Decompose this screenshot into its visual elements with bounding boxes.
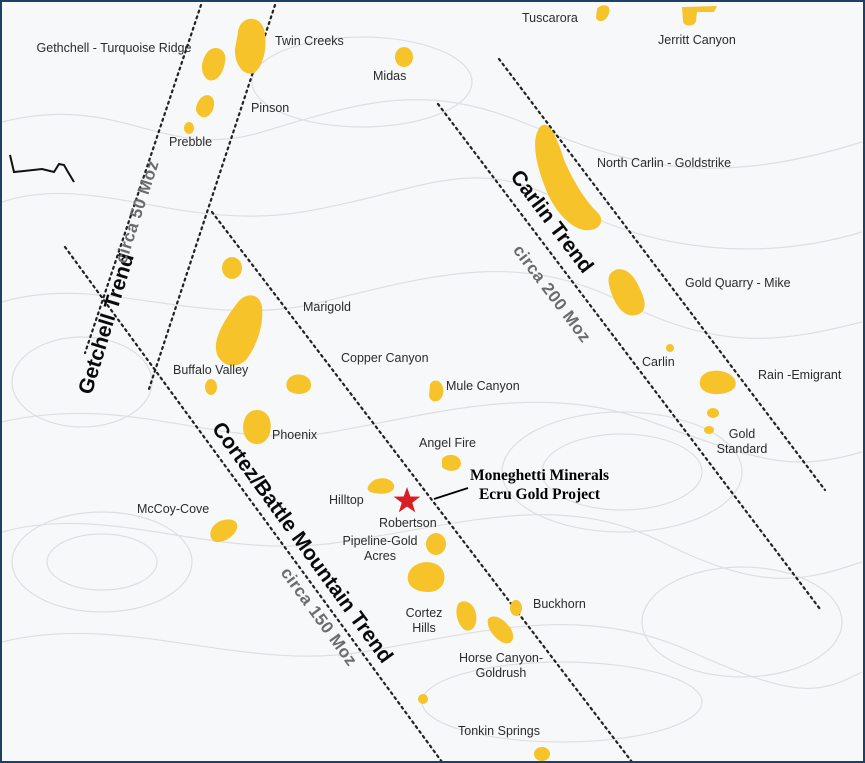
deposit-horse-canyon-goldrush	[487, 616, 514, 644]
deposit-shapes	[184, 5, 736, 761]
deposit-cortez-hills	[456, 601, 477, 631]
deposit-rain-emigrant	[699, 370, 736, 395]
deposit-north-carlin-goldstrike	[535, 124, 602, 231]
hand-drawn-mark	[9, 154, 75, 183]
project-name: Ecru Gold Project	[478, 486, 601, 503]
deposit-copper-canyon	[286, 374, 312, 394]
deposit-gold-standard-north	[707, 408, 719, 418]
label-jerritt-canyon: Jerritt Canyon	[658, 33, 736, 47]
topographic-contours	[2, 36, 863, 743]
project-company-name: Moneghetti Minerals	[470, 467, 610, 484]
label-gold-standard: Gold Standard	[716, 427, 768, 456]
label-gethchell-turquoise-ridge: Gethchell - Turquoise Ridge	[36, 41, 192, 55]
carlin-west-boundary	[436, 102, 822, 611]
deposit-prebble	[184, 122, 194, 134]
deposit-gold-standard-south	[704, 426, 714, 434]
label-twin-creeks: Twin Creeks	[275, 34, 344, 48]
deposit-mule-canyon	[429, 380, 444, 402]
label-tuscarora: Tuscarora	[522, 11, 578, 25]
deposit-mccoy-cove	[210, 519, 238, 543]
label-midas: Midas	[373, 69, 407, 83]
label-tonkin-springs: Tonkin Springs	[458, 724, 540, 738]
deposit-buffalo-valley	[205, 379, 217, 395]
deposit-gold-acres	[407, 562, 445, 592]
label-marigold: Marigold	[303, 300, 351, 314]
deposit-jerritt-canyon	[682, 6, 717, 26]
label-gold-quarry-mike: Gold Quarry - Mike	[685, 276, 791, 290]
label-mccoy-cove: McCoy-Cove	[137, 502, 210, 516]
label-copper-canyon: Copper Canyon	[341, 351, 429, 365]
deposit-carlin	[666, 344, 674, 352]
deposit-tuscarora	[596, 5, 610, 22]
carlin-east-boundary	[497, 57, 827, 492]
project-leader-line	[433, 487, 469, 500]
label-north-carlin-goldstrike: North Carlin - Goldstrike	[597, 156, 732, 170]
label-angel-fire: Angel Fire	[419, 436, 476, 450]
deposit-cortez-south	[418, 694, 428, 704]
label-carlin: Carlin	[642, 355, 675, 369]
deposit-marigold-north	[222, 257, 242, 279]
label-robertson: Robertson	[379, 516, 437, 530]
getchell-west-boundary	[83, 3, 203, 355]
label-hilltop: Hilltop	[329, 493, 364, 507]
deposit-buckhorn	[510, 600, 522, 616]
project-callout: Moneghetti Minerals Ecru Gold Project	[470, 466, 609, 504]
label-horse-canyon-goldrush: Horse Canyon-Goldrush	[458, 651, 544, 680]
deposit-angel-fire	[442, 454, 461, 471]
label-prebble: Prebble	[169, 135, 213, 149]
label-pipeline-gold-acres: Pipeline-Gold Acres	[342, 534, 418, 563]
cortez-east-boundary	[210, 210, 633, 761]
label-pinson: Pinson	[251, 101, 290, 115]
cortez-west-boundary	[63, 245, 443, 761]
label-rain-emigrant: Rain -Emigrant	[758, 368, 842, 382]
deposit-getchell-turquoise-ridge	[202, 48, 226, 81]
deposit-midas	[395, 47, 413, 67]
label-buffalo-valley: Buffalo Valley	[173, 363, 249, 377]
label-phoenix: Phoenix	[272, 428, 318, 442]
label-cortez-hills: Cortez Hills	[405, 606, 443, 635]
deposit-hilltop	[367, 478, 395, 494]
deposit-marigold	[215, 295, 263, 366]
deposit-twin-creeks	[234, 18, 266, 74]
deposit-pinson	[195, 95, 215, 118]
project-star-icon	[393, 487, 421, 513]
deposit-phoenix	[243, 409, 271, 445]
deposit-gold-quarry-mike	[608, 269, 645, 316]
deposit-pipeline	[426, 533, 446, 555]
label-buckhorn: Buckhorn	[533, 597, 586, 611]
label-mule-canyon: Mule Canyon	[446, 379, 520, 393]
deposit-tonkin-springs	[534, 747, 550, 761]
